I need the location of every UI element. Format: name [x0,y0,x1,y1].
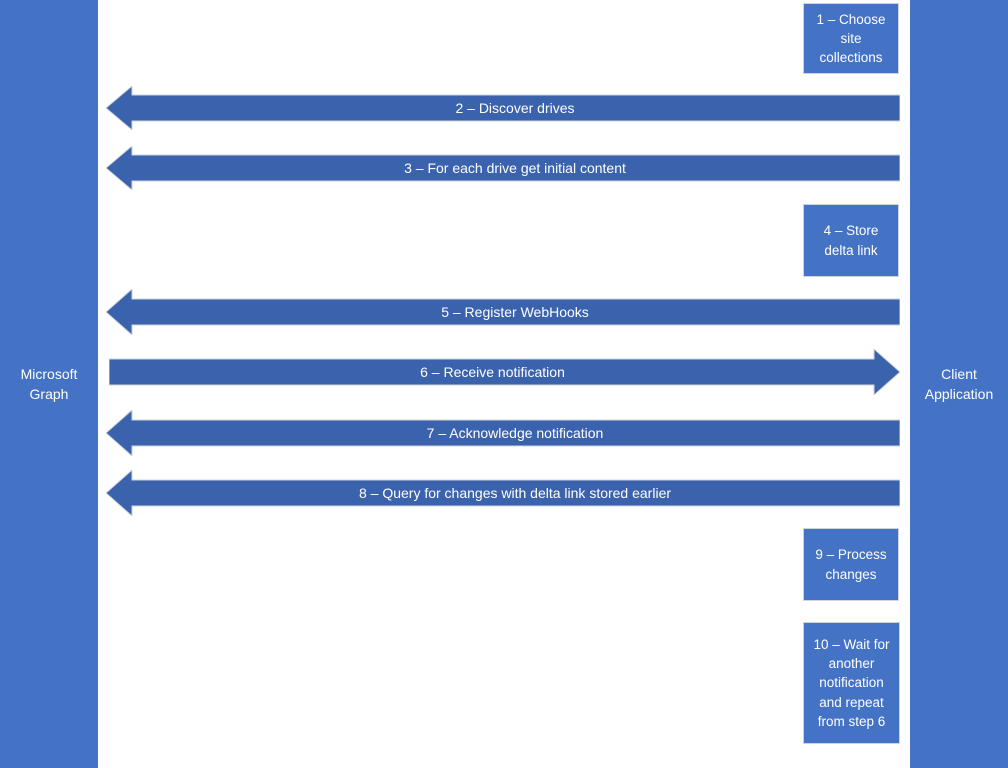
process-box-step-10-line-1: 10 – Wait for [813,637,890,653]
process-box-step-10-line-4: and repeat [819,694,884,710]
process-box-step-1-line-3: collections [819,50,883,66]
lifeline-client-application: Client Application [910,0,1008,768]
process-box-step-1-line-1: 1 – Choose [816,11,886,27]
lifeline-microsoft-graph-label: Microsoft Graph [20,365,78,402]
arrow-left-icon [106,289,900,335]
process-box-step-4-line-2: delta link [824,242,878,258]
arrow-step-6[interactable]: 6 – Receive notification [109,349,900,395]
process-box-step-4[interactable]: 4 – Store delta link [803,204,899,277]
process-box-step-1-line-2: site [840,30,862,46]
process-box-step-9-line-1: 9 – Process [815,547,887,563]
arrow-left-icon [106,470,900,516]
process-box-step-10-line-5: from step 6 [817,713,886,729]
arrow-step-7[interactable]: 7 – Acknowledge notification [106,410,900,456]
process-box-step-1-text: 1 – Choose site collections [816,10,885,67]
process-box-step-10-text: 10 – Wait for another notification and r… [813,635,889,731]
lifeline-client-application-label: Client Application [924,365,994,402]
arrow-step-5[interactable]: 5 – Register WebHooks [106,289,900,335]
process-box-step-4-text: 4 – Store delta link [824,221,879,259]
arrow-step-2[interactable]: 2 – Discover drives [106,86,900,130]
arrow-step-3[interactable]: 3 – For each drive get initial content [106,146,900,190]
process-box-step-10-line-2: another [828,656,875,672]
process-box-step-9[interactable]: 9 – Process changes [803,528,899,601]
process-box-step-10[interactable]: 10 – Wait for another notification and r… [803,622,900,744]
arrow-right-icon [109,349,900,395]
arrow-step-8[interactable]: 8 – Query for changes with delta link st… [106,470,900,516]
arrow-left-icon [106,86,900,130]
process-box-step-9-text: 9 – Process changes [815,545,886,583]
process-box-step-4-line-1: 4 – Store [823,223,879,239]
process-box-step-1[interactable]: 1 – Choose site collections [803,3,899,74]
lifeline-microsoft-graph: Microsoft Graph [0,0,98,768]
arrow-left-icon [106,410,900,456]
arrow-left-icon [106,146,900,190]
process-box-step-9-line-2: changes [825,566,877,582]
process-box-step-10-line-3: notification [819,675,884,691]
